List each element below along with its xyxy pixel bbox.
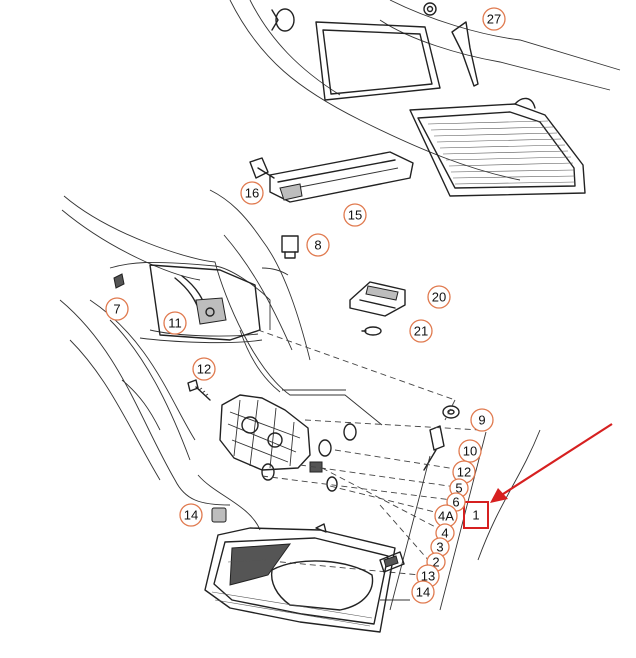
part-brake-light — [249, 151, 414, 203]
part-bulb-holder-8 — [281, 235, 299, 259]
callout-7: 7 — [105, 297, 129, 321]
svg-text:5: 5 — [455, 481, 462, 496]
svg-text:9: 9 — [478, 413, 485, 428]
part-wiring-harness — [149, 264, 261, 341]
svg-text:21: 21 — [414, 324, 428, 339]
part-nut-top — [423, 2, 437, 16]
callout-15: 15 — [343, 203, 367, 227]
highlight-box — [463, 501, 489, 529]
highlighted-label: 1 — [472, 508, 479, 523]
callout-11: 11 — [163, 311, 187, 335]
svg-text:12: 12 — [197, 362, 211, 377]
car-body-outline — [59, 0, 621, 561]
svg-text:12: 12 — [457, 465, 471, 480]
svg-text:7: 7 — [113, 302, 120, 317]
svg-text:8: 8 — [314, 238, 321, 253]
callout-27: 27 — [482, 7, 506, 31]
part-bracket-27 — [451, 21, 479, 87]
svg-text:13: 13 — [421, 569, 435, 584]
part-bulb-top — [271, 8, 295, 32]
callout-14-left: 14 — [179, 503, 203, 527]
svg-text:10: 10 — [463, 444, 477, 459]
svg-text:14: 14 — [184, 508, 198, 523]
callout-10: 10 — [458, 439, 482, 463]
callout-12-upper: 12 — [192, 357, 216, 381]
part-cap-14 — [211, 507, 227, 523]
part-washer-9 — [442, 405, 460, 419]
part-lamp-frame — [315, 21, 441, 101]
callout-20: 20 — [427, 285, 451, 309]
callout-21: 21 — [409, 319, 433, 343]
highlight-annotation: 1 — [463, 423, 613, 529]
leader-lines — [257, 329, 487, 611]
svg-text:6: 6 — [452, 495, 459, 510]
part-inner-tail-lamp — [409, 97, 586, 197]
part-outer-tail-lamp — [204, 523, 405, 633]
callout-4A: 4A — [434, 504, 458, 528]
svg-text:27: 27 — [487, 12, 501, 27]
svg-text:16: 16 — [245, 186, 259, 201]
part-bulb-carrier — [219, 394, 311, 471]
svg-text:2: 2 — [432, 555, 439, 570]
bulbs-group — [261, 423, 357, 492]
svg-text:14: 14 — [416, 585, 430, 600]
part-bolt-10 — [423, 425, 445, 471]
pointer-arrowhead — [490, 488, 508, 503]
svg-text:3: 3 — [436, 540, 443, 555]
callout-16: 16 — [240, 181, 264, 205]
svg-text:15: 15 — [348, 208, 362, 223]
svg-text:20: 20 — [432, 290, 446, 305]
svg-text:4A: 4A — [438, 509, 454, 524]
callout-8: 8 — [306, 233, 330, 257]
svg-text:4: 4 — [441, 526, 448, 541]
callout-12-lower: 12 — [452, 460, 476, 484]
part-screw-12 — [187, 379, 211, 401]
svg-text:11: 11 — [168, 316, 182, 331]
part-clip-7 — [113, 273, 125, 289]
part-license-light — [349, 281, 406, 317]
pointer-arrow — [499, 423, 613, 497]
part-bulb-21 — [361, 326, 382, 336]
callout-14-right: 14 — [411, 580, 435, 604]
callout-9: 9 — [470, 408, 494, 432]
